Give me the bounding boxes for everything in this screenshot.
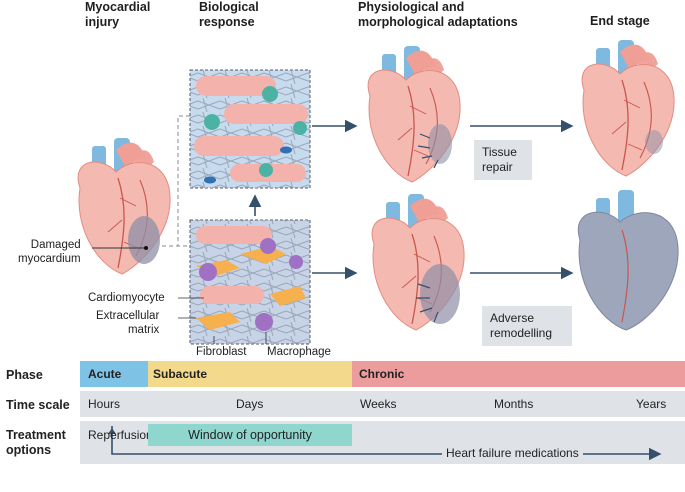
header-line: Biological: [199, 0, 259, 14]
reperfusion-label: Reperfusion: [88, 428, 153, 442]
header-line: morphological adaptations: [358, 15, 518, 29]
treatment-row-label: Treatment options: [6, 428, 66, 458]
header-line: Myocardial: [85, 0, 151, 14]
header-adaptations: Physiological and morphological adaptati…: [358, 0, 518, 30]
phase-label: Chronic: [359, 367, 405, 381]
phase-label: Subacute: [153, 367, 208, 381]
tissue-panel-remodelling: [189, 219, 311, 345]
label-line: Extracellular: [96, 310, 160, 322]
heart-end-stage-repaired: [581, 39, 675, 177]
phase-acute: Acute: [80, 361, 148, 387]
header-line: Physiological and: [358, 0, 465, 14]
header-end-stage: End stage: [590, 14, 650, 29]
adverse-remodelling-callout: Adverse remodelling: [482, 306, 572, 346]
window-label: Window of opportunity: [188, 428, 312, 442]
label-line: Treatment: [6, 428, 66, 442]
cardiomyocyte-label: Cardiomyocyte: [88, 292, 165, 304]
phase-chronic: Chronic: [352, 361, 685, 387]
damaged-myocardium-label: Damaged myocardium: [18, 238, 81, 266]
timescale-row-label: Time scale: [6, 398, 70, 412]
label-line: remodelling: [490, 326, 553, 340]
extracellular-matrix-label: Extracellular matrix: [96, 309, 159, 337]
header-myocardial-injury: Myocardial injury: [85, 0, 150, 30]
injured-heart: [77, 137, 171, 275]
label-line: myocardium: [18, 253, 81, 265]
tissue-repair-callout: Tissue repair: [474, 140, 532, 180]
label-line: matrix: [127, 324, 160, 336]
header-biological-response: Biological response: [199, 0, 259, 30]
heart-end-stage-failure: [577, 190, 679, 331]
timescale-weeks: Weeks: [360, 397, 397, 411]
heart-tissue-repair: [367, 45, 461, 183]
timescale-days: Days: [236, 397, 264, 411]
tissue-panel-repair: [189, 69, 311, 189]
macrophage-label: Macrophage: [267, 346, 331, 358]
fibroblast-label: Fibroblast: [196, 346, 247, 358]
phase-subacute: Subacute: [148, 361, 352, 387]
label-line: Tissue: [482, 145, 517, 159]
header-line: response: [199, 15, 255, 29]
phase-row-label: Phase: [6, 368, 43, 382]
phase-label: Acute: [88, 367, 122, 381]
header-line: injury: [85, 15, 120, 29]
header-line: End stage: [590, 14, 650, 28]
heart-adverse-remodelling: [371, 193, 465, 331]
label-line: Adverse: [490, 311, 535, 325]
label-line: repair: [482, 160, 513, 174]
label-line: Damaged: [30, 239, 81, 251]
timescale-hours: Hours: [88, 397, 121, 411]
hf-medications-label: Heart failure medications: [442, 446, 583, 460]
timescale-months: Months: [494, 397, 534, 411]
timescale-bar: Hours Days Weeks Months Years: [80, 391, 685, 417]
timescale-years: Years: [636, 397, 667, 411]
label-line: options: [6, 443, 52, 457]
window-of-opportunity: Window of opportunity: [148, 424, 352, 446]
